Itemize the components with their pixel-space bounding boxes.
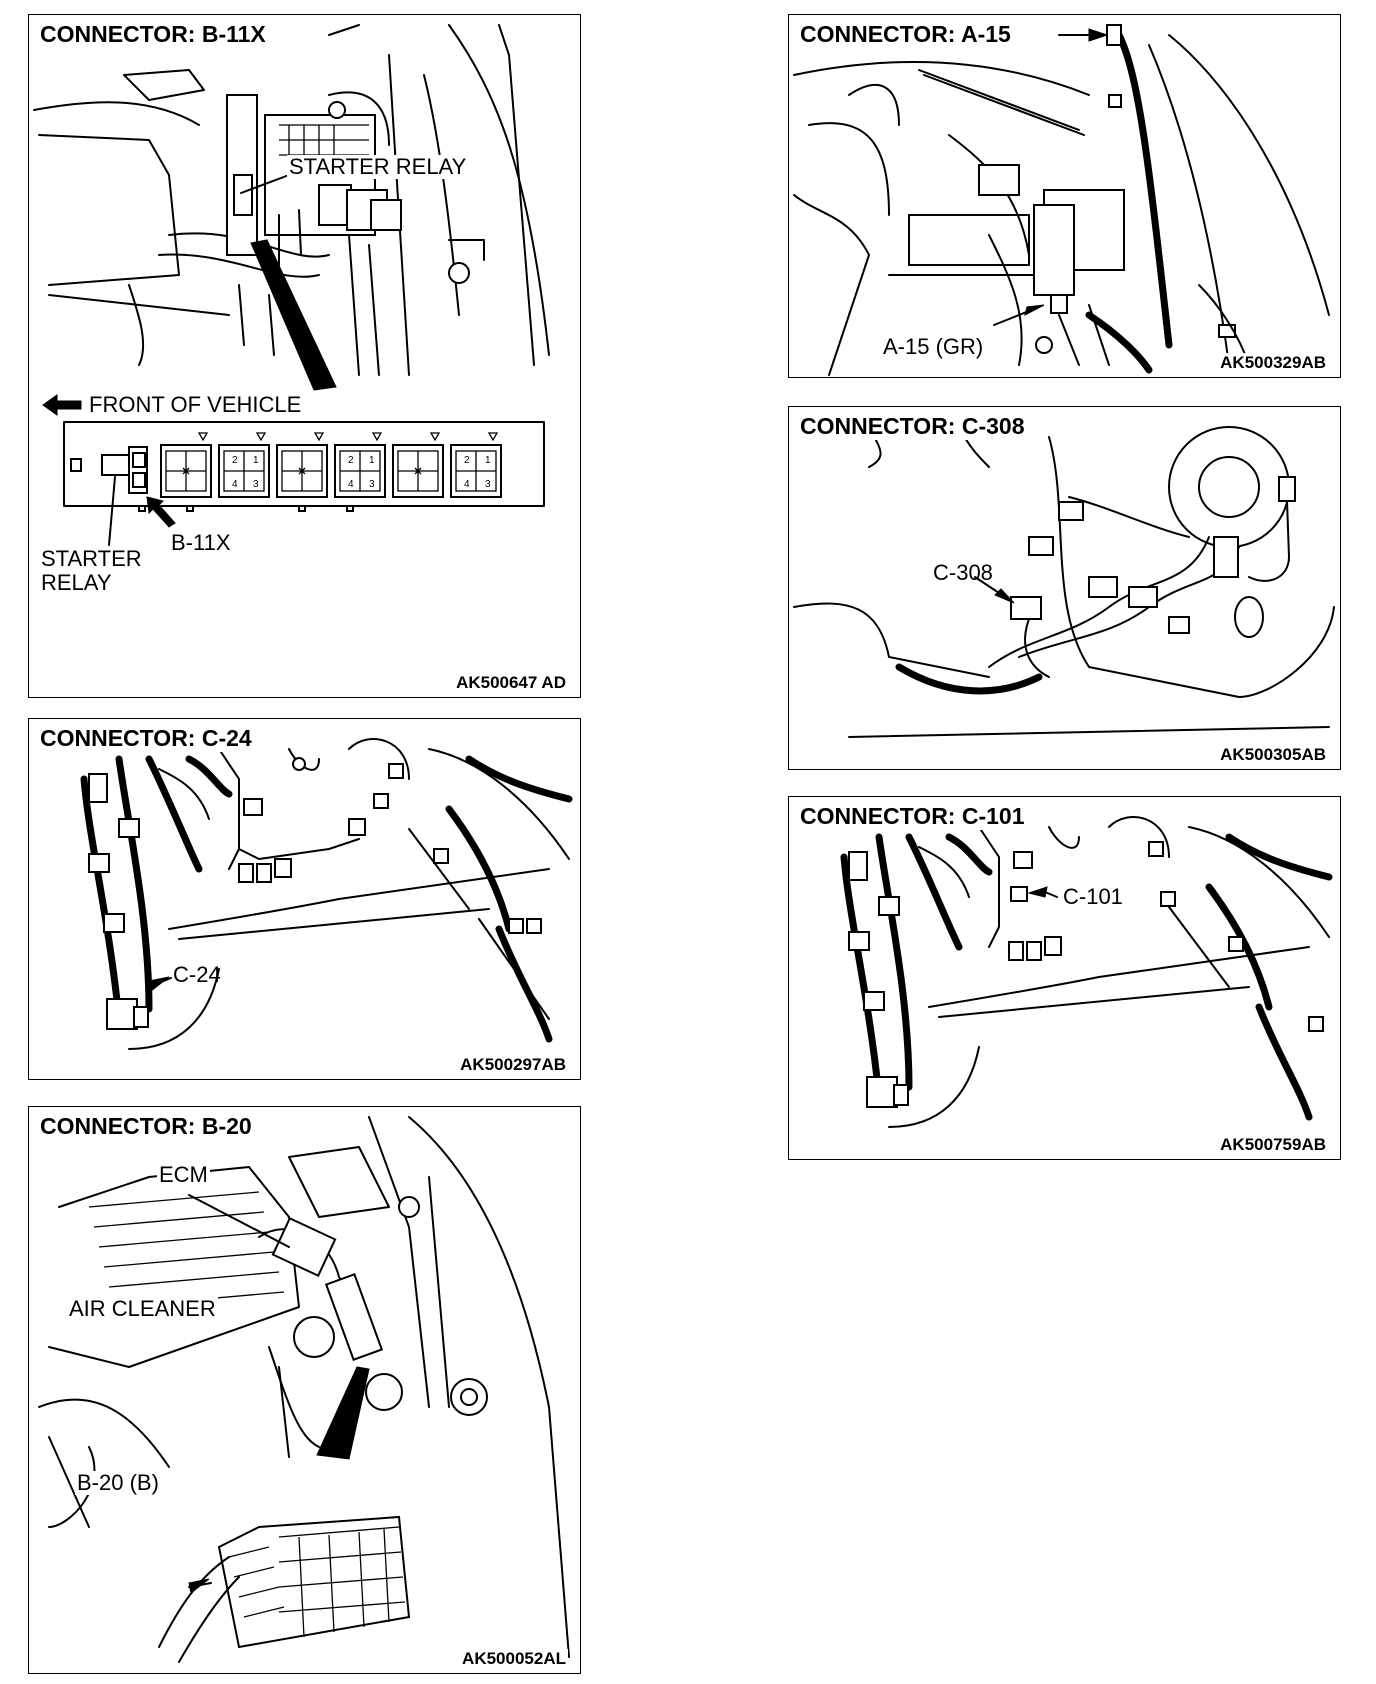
starter-relay-label: STARTER RELAY	[287, 154, 469, 179]
panel-connector-c308: CONNECTOR: C-308 C-308 AK500305AB	[788, 406, 1341, 770]
a15-illustration	[793, 24, 1330, 376]
figure-code: AK500647 AD	[454, 673, 568, 693]
socket-orientation-marker	[429, 432, 441, 442]
b11x-callout-label: B-11X	[171, 530, 231, 555]
c24-callout-label: C-24	[173, 962, 221, 987]
panel-title: CONNECTOR: B-11X	[39, 21, 269, 48]
socket-orientation-marker	[313, 432, 325, 442]
ecm-label: ECM	[157, 1162, 210, 1187]
relay-pin-number: 4	[348, 479, 354, 490]
relay-pin-number: 4	[232, 479, 238, 490]
air-cleaner-label: AIR CLEANER	[67, 1296, 218, 1321]
c308-callout-label: C-308	[933, 560, 993, 585]
relay-pin-number: 3	[253, 479, 259, 490]
socket-orientation-marker	[371, 432, 383, 442]
panel-title: CONNECTOR: C-24	[39, 725, 255, 752]
relay-pin-number: 2	[348, 455, 354, 466]
relay-pin-number: 2	[464, 455, 470, 466]
socket-orientation-marker	[487, 432, 499, 442]
relay-pin-number: 2	[232, 455, 238, 466]
b11x-illustration: 2 1 4 3 2 1 4 3 2 1 4 3	[33, 24, 550, 546]
figure-code: AK500759AB	[1218, 1135, 1328, 1155]
c308-illustration	[793, 426, 1335, 738]
panel-connector-b20: CONNECTOR: B-20 ECM AIR CLEANER B-20 (B)…	[28, 1106, 581, 1674]
starter-relay-bottom-label-1: STARTER	[41, 546, 142, 571]
relay-pin-number: 1	[485, 455, 491, 466]
relay-pin-number: 4	[464, 479, 470, 490]
relay-pin-number: 3	[485, 479, 491, 490]
c101-callout-label: C-101	[1061, 884, 1125, 909]
socket-orientation-marker	[197, 432, 209, 442]
c101-illustration	[840, 816, 1333, 1128]
b20-illustration	[38, 1116, 570, 1663]
front-of-vehicle-label: FRONT OF VEHICLE	[89, 392, 302, 417]
panel-connector-b11x: 2 1 4 3 2 1 4 3 2 1 4 3 CONNECTOR: B-11X STARTER RE…	[28, 14, 581, 698]
relay-pin-number: 1	[369, 455, 375, 466]
figure-code: AK500297AB	[458, 1055, 568, 1075]
relay-pin-number: 3	[369, 479, 375, 490]
panel-title: CONNECTOR: A-15	[799, 21, 1014, 48]
figure-code: AK500329AB	[1218, 353, 1328, 373]
relay-pin-number: 1	[253, 455, 259, 466]
panel-title: CONNECTOR: C-308	[799, 413, 1028, 440]
panel-title: CONNECTOR: C-101	[799, 803, 1028, 830]
b20-callout-label: B-20 (B)	[75, 1470, 161, 1495]
panel-connector-c24: CONNECTOR: C-24 C-24 AK500297AB	[28, 718, 581, 1080]
panel-connector-a15: CONNECTOR: A-15 A-15 (GR) AK500329AB	[788, 14, 1341, 378]
figure-code: AK500052AL	[460, 1649, 568, 1669]
panel-title: CONNECTOR: B-20	[39, 1113, 255, 1140]
figure-code: AK500305AB	[1218, 745, 1328, 765]
c24-illustration	[80, 738, 573, 1050]
starter-relay-bottom-label-2: RELAY	[41, 570, 112, 595]
panel-connector-c101: CONNECTOR: C-101 C-101 AK500759AB	[788, 796, 1341, 1160]
socket-orientation-marker	[255, 432, 267, 442]
a15-callout-label: A-15 (GR)	[883, 334, 984, 359]
